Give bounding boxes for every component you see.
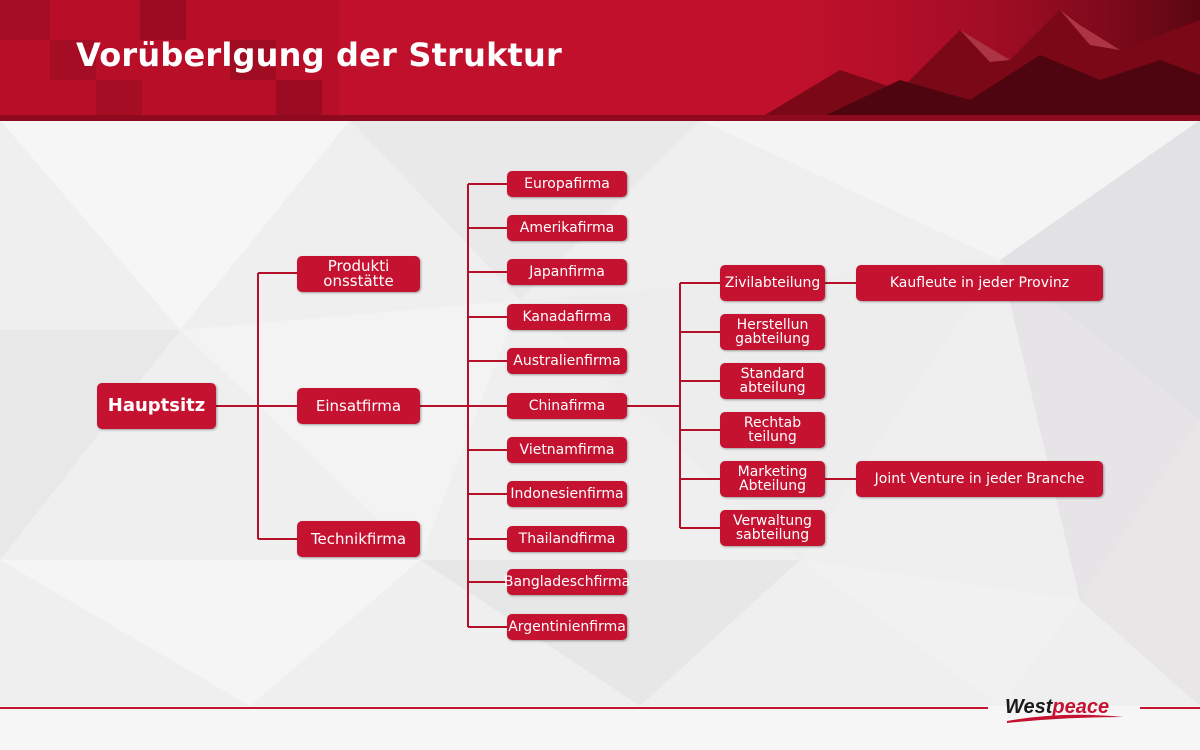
node-department: Standard abteilung	[720, 363, 825, 399]
node-firm: Europafirma	[507, 171, 627, 197]
footer-line-right	[1140, 707, 1200, 709]
root-node: Hauptsitz	[97, 383, 216, 429]
header-decoration	[0, 0, 1200, 118]
header-banner: Vorüberlgung der Struktur	[0, 0, 1200, 118]
node-firm: Chinafirma	[507, 393, 627, 419]
westpeace-logo: Westpeace	[1003, 693, 1127, 725]
page-title: Vorüberlgung der Struktur	[76, 36, 563, 74]
node-firm: Thailandfirma	[507, 526, 627, 552]
node-joint-venture: Joint Venture in jeder Branche	[856, 461, 1103, 497]
node-department: Herstellun gabteilung	[720, 314, 825, 350]
node-department: Rechtab teilung	[720, 412, 825, 448]
node-firm: Indonesienfirma	[507, 481, 627, 507]
footer-line-left	[0, 707, 988, 709]
node-technikfirma: Technikfirma	[297, 521, 420, 557]
node-firm: Vietnamfirma	[507, 437, 627, 463]
node-department: Verwaltung sabteilung	[720, 510, 825, 546]
node-department: Marketing Abteilung	[720, 461, 825, 497]
node-firm: Argentinienfirma	[507, 614, 627, 640]
header-divider	[0, 115, 1200, 121]
node-kaufleute: Kaufleute in jeder Provinz	[856, 265, 1103, 301]
node-firm: Amerikafirma	[507, 215, 627, 241]
node-firm: Australienfirma	[507, 348, 627, 374]
node-firm: Japanfirma	[507, 259, 627, 285]
node-produktionsstaette: Produkti onsstätte	[297, 256, 420, 292]
node-department: Zivilabteilung	[720, 265, 825, 301]
svg-text:Westpeace: Westpeace	[1005, 696, 1109, 718]
node-einsatfirma: Einsatfirma	[297, 388, 420, 424]
node-firm: Kanadafirma	[507, 304, 627, 330]
node-firm: Bangladeschfirma	[504, 569, 630, 595]
